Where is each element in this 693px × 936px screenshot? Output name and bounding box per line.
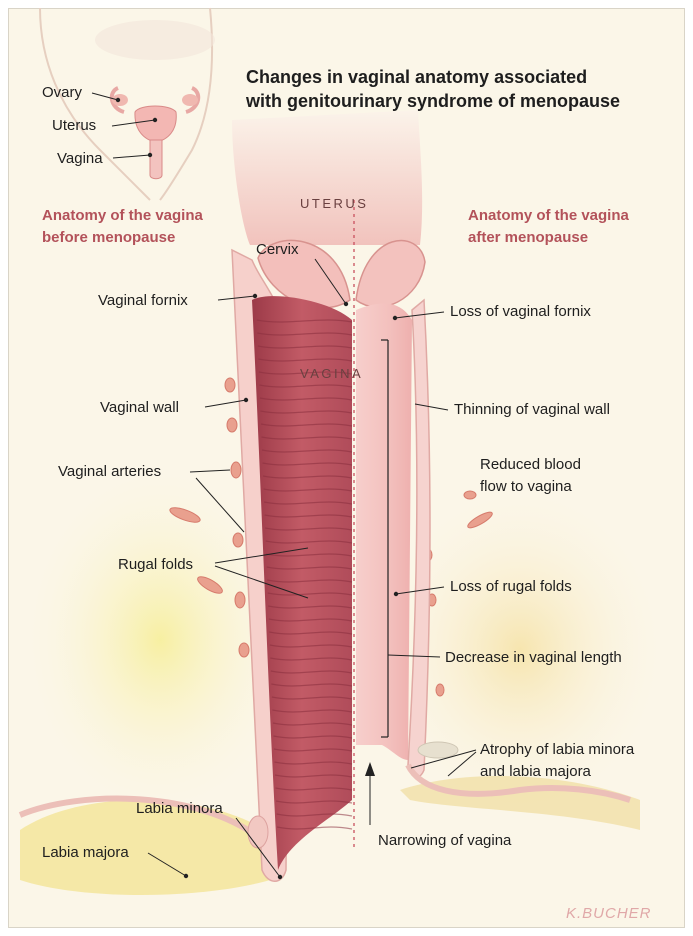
cervix-right (356, 241, 425, 307)
label-vaginal-fornix: Vaginal fornix (98, 292, 188, 310)
label-vaginal-wall: Vaginal wall (100, 399, 179, 417)
label-rugal-folds: Rugal folds (118, 556, 193, 574)
label-reduced-blood-line1: Reduced blood (480, 456, 581, 474)
region-uterus: UTERUS (300, 196, 368, 211)
after-heading-line2: after menopause (468, 228, 588, 248)
label-thinning-wall: Thinning of vaginal wall (454, 401, 610, 419)
label-reduced-blood-line2: flow to vagina (480, 478, 572, 496)
label-uterus-inset: Uterus (52, 117, 96, 135)
label-loss-fornix: Loss of vaginal fornix (450, 303, 591, 321)
label-loss-rugal: Loss of rugal folds (450, 578, 572, 596)
label-ovary: Ovary (42, 84, 82, 102)
before-heading-line1: Anatomy of the vagina (42, 206, 203, 226)
region-vagina: VAGINA (300, 366, 363, 381)
atrophied-labia-minora (418, 742, 458, 758)
artist-signature: K.BUCHER (566, 905, 652, 922)
label-labia-majora: Labia majora (42, 844, 129, 862)
inset-uterus-diagram (112, 88, 199, 179)
uterus-body (232, 110, 422, 245)
before-heading-line2: before menopause (42, 228, 175, 248)
after-canal (356, 303, 412, 760)
figure-title-line2: with genitourinary syndrome of menopause (246, 90, 620, 112)
label-atrophy-line2: and labia majora (480, 763, 591, 781)
narrowing-arrowhead (365, 762, 375, 776)
figure-title-line1: Changes in vaginal anatomy associated (246, 66, 587, 88)
label-labia-minora: Labia minora (136, 800, 223, 818)
label-cervix: Cervix (256, 241, 299, 259)
label-decrease-length: Decrease in vaginal length (445, 649, 622, 667)
labia-minora-left (248, 816, 268, 848)
label-atrophy-line1: Atrophy of labia minora (480, 741, 634, 759)
after-heading-line1: Anatomy of the vagina (468, 206, 629, 226)
label-narrowing: Narrowing of vagina (378, 832, 511, 850)
label-vaginal-arteries: Vaginal arteries (58, 463, 161, 481)
label-vagina-inset: Vagina (57, 150, 103, 168)
